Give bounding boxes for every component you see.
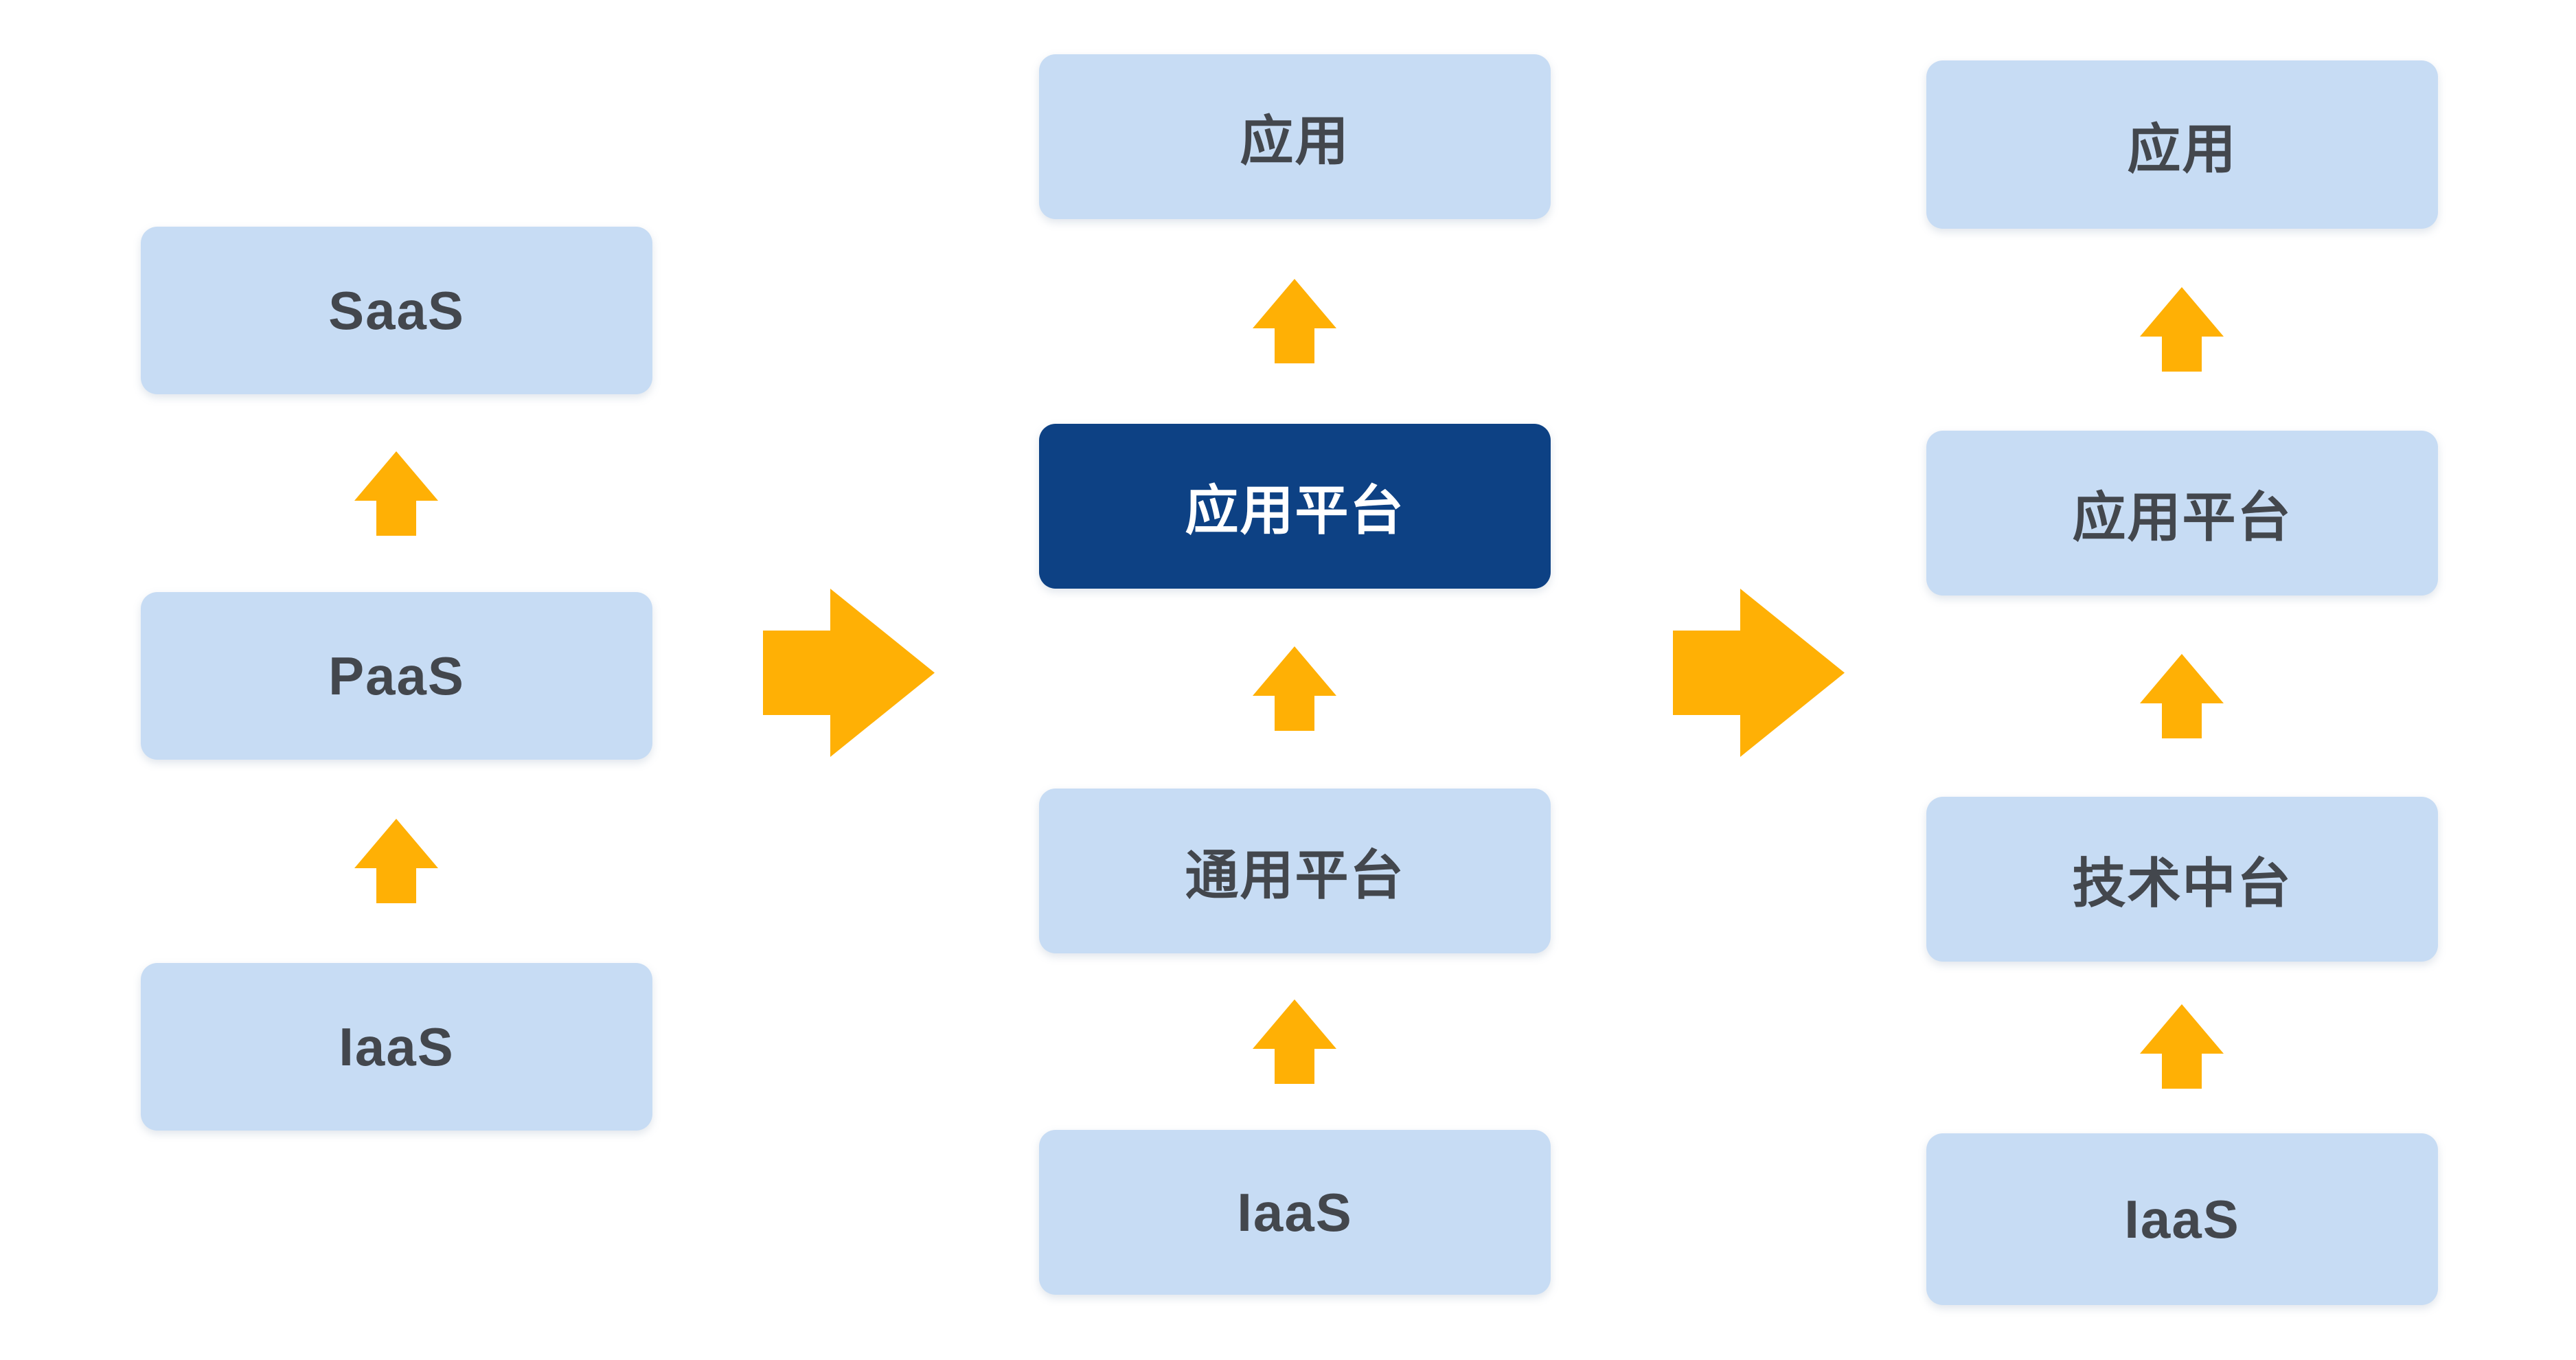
up-arrow-icon	[1253, 279, 1336, 363]
box-iaas-1: IaaS	[141, 963, 652, 1131]
box-saas: SaaS	[141, 227, 652, 394]
box-app-3-label: 应用	[2127, 118, 2237, 179]
box-iaas-3-label: IaaS	[2124, 1188, 2240, 1249]
box-app-platform-3-label: 应用平台	[2072, 487, 2292, 547]
up-arrow-icon	[354, 819, 438, 903]
box-tech-middle-platform: 技术中台	[1926, 797, 2438, 962]
up-arrow-icon	[1253, 999, 1336, 1084]
box-app-platform-3: 应用平台	[1926, 431, 2438, 596]
box-app-2: 应用	[1039, 54, 1551, 219]
box-iaas-1-label: IaaS	[339, 1016, 455, 1077]
box-iaas-2-label: IaaS	[1237, 1181, 1353, 1243]
box-iaas-2: IaaS	[1039, 1130, 1551, 1295]
box-paas: PaaS	[141, 592, 652, 760]
box-app-platform-highlight: 应用平台	[1039, 424, 1551, 589]
up-arrow-icon	[2140, 287, 2224, 372]
right-arrow-icon	[1673, 589, 1845, 757]
up-arrow-icon	[1253, 646, 1336, 731]
box-app-platform-highlight-label: 应用平台	[1185, 480, 1405, 541]
box-general-platform-label: 通用平台	[1185, 845, 1405, 905]
box-paas-label: PaaS	[328, 645, 465, 706]
box-saas-label: SaaS	[328, 280, 465, 341]
box-app-3: 应用	[1926, 60, 2438, 229]
box-app-2-label: 应用	[1240, 111, 1350, 171]
box-general-platform: 通用平台	[1039, 789, 1551, 953]
box-tech-middle-platform-label: 技术中台	[2072, 853, 2292, 914]
up-arrow-icon	[354, 451, 438, 536]
up-arrow-icon	[2140, 654, 2224, 738]
box-iaas-3: IaaS	[1926, 1133, 2438, 1305]
up-arrow-icon	[2140, 1004, 2224, 1089]
right-arrow-icon	[763, 589, 935, 757]
